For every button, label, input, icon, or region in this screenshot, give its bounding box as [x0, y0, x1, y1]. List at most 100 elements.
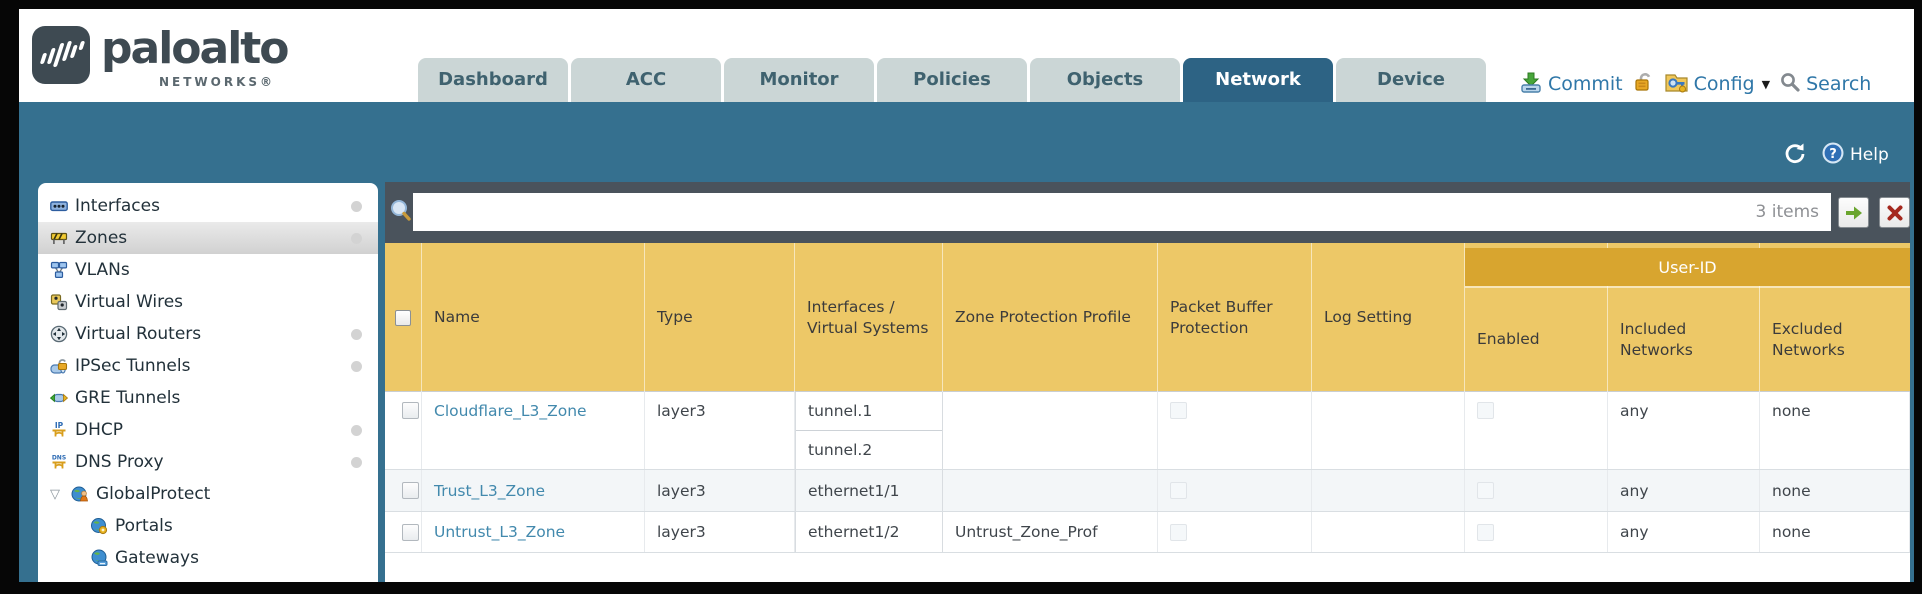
brand-subtitle: NETWORKS® [159, 75, 276, 89]
red-x-icon [1887, 205, 1902, 220]
log-setting [1312, 470, 1465, 511]
search-icon [1779, 71, 1801, 98]
included-networks: any [1608, 512, 1760, 552]
zone-protection-profile [943, 470, 1158, 511]
search-button[interactable]: Search [1779, 71, 1871, 98]
portals-icon [91, 518, 108, 535]
sidebar-item-dhcp[interactable]: IP DHCP [38, 414, 378, 446]
tab-dashboard[interactable]: Dashboard [418, 58, 568, 102]
sidebar-item-interfaces[interactable]: Interfaces [38, 190, 378, 222]
dhcp-icon: IP [52, 421, 66, 437]
zone-type: layer3 [645, 392, 795, 469]
column-header-included-networks[interactable]: Included Networks [1608, 243, 1760, 392]
filter-search-icon [389, 198, 413, 228]
row-checkbox[interactable] [402, 482, 419, 499]
zone-interfaces: ethernet1/2 [795, 512, 943, 552]
lock-icon[interactable] [1632, 70, 1655, 98]
sidebar-item-vlans[interactable]: VLANs [38, 254, 378, 286]
refresh-icon[interactable] [1782, 140, 1807, 170]
tab-objects[interactable]: Objects [1030, 58, 1180, 102]
sidebar-item-zones[interactable]: Zones [38, 222, 378, 254]
included-networks: any [1608, 470, 1760, 511]
excluded-networks: none [1760, 392, 1910, 469]
zone-protection-profile [943, 392, 1158, 469]
column-header-packet-buffer-protection[interactable]: Packet Buffer Protection [1158, 243, 1312, 392]
packet-buffer-protection-checkbox[interactable] [1170, 402, 1187, 419]
dns-proxy-icon: DNS [52, 455, 66, 469]
zone-type: layer3 [645, 512, 795, 552]
status-dot [351, 200, 362, 212]
table-row: Cloudflare_L3_Zone layer3 tunnel.1 tunne… [385, 392, 1910, 470]
packet-buffer-protection-checkbox[interactable] [1170, 523, 1187, 541]
gateways-icon [91, 549, 108, 566]
column-header-excluded-networks[interactable]: Excluded Networks [1772, 320, 1845, 359]
table-row: Trust_L3_Zone layer3 ethernet1/1 any non… [385, 470, 1910, 512]
user-id-enabled-checkbox[interactable] [1477, 402, 1494, 419]
sidebar-item-portals[interactable]: Portals [38, 510, 378, 542]
zone-name-link[interactable]: Trust_L3_Zone [434, 481, 545, 500]
select-all-checkbox[interactable] [395, 309, 411, 326]
sidebar-item-globalprotect[interactable]: ▽ GlobalProtect [50, 484, 211, 504]
user-id-group-header: User-ID [1465, 248, 1910, 286]
svg-text:?: ? [1829, 147, 1837, 162]
tab-monitor[interactable]: Monitor [724, 58, 874, 102]
sidebar-item-dns-proxy[interactable]: DNS DNS Proxy [38, 446, 378, 478]
column-header-enabled[interactable]: Enabled [1465, 243, 1608, 392]
zone-protection-profile: Untrust_Zone_Prof [943, 512, 1158, 552]
interface-entry: tunnel.2 [808, 440, 873, 459]
items-count: 3 items [1755, 202, 1819, 222]
packet-buffer-protection-checkbox[interactable] [1170, 482, 1187, 499]
sidebar-item-virtual-wires[interactable]: Virtual Wires [38, 286, 378, 318]
svg-text:DNS: DNS [52, 455, 66, 462]
tab-acc[interactable]: ACC [571, 58, 721, 102]
tab-device[interactable]: Device [1336, 58, 1486, 102]
commit-icon [1519, 70, 1543, 99]
column-header-type[interactable]: Type [645, 243, 795, 392]
status-dot [351, 328, 362, 340]
sidebar-item-ipsec-tunnels[interactable]: IPSec Tunnels [38, 350, 378, 382]
column-header-zone-protection-profile[interactable]: Zone Protection Profile [943, 243, 1158, 392]
zones-table-body: Cloudflare_L3_Zone layer3 tunnel.1 tunne… [385, 392, 1910, 553]
interface-entry: ethernet1/1 [808, 481, 900, 500]
zones-table-header: Name Type Interfaces / Virtual Systems Z… [385, 243, 1910, 392]
sidebar-item-gre-tunnels[interactable]: GRE Tunnels [38, 382, 378, 414]
column-header-interfaces[interactable]: Interfaces / Virtual Systems [795, 243, 943, 392]
tab-policies[interactable]: Policies [877, 58, 1027, 102]
svg-text:IP: IP [55, 421, 64, 430]
commit-button[interactable]: Commit [1519, 70, 1623, 99]
row-checkbox[interactable] [402, 402, 419, 419]
clear-filter-button[interactable] [1879, 197, 1910, 228]
user-id-enabled-checkbox[interactable] [1477, 482, 1494, 499]
interface-entry: ethernet1/2 [808, 523, 900, 541]
interface-entry: tunnel.1 [796, 392, 942, 431]
included-networks: any [1608, 392, 1760, 469]
log-setting [1312, 512, 1465, 552]
excluded-networks: none [1760, 512, 1910, 552]
sidebar-item-virtual-routers[interactable]: Virtual Routers [38, 318, 378, 350]
column-header-log-setting[interactable]: Log Setting [1312, 243, 1465, 392]
expand-arrow-icon[interactable]: ▽ [50, 486, 60, 502]
zone-interfaces: tunnel.1 tunnel.2 [795, 392, 943, 469]
status-dot [351, 360, 362, 372]
config-button[interactable]: Config ▼ [1664, 70, 1770, 99]
apply-filter-button[interactable] [1838, 197, 1869, 228]
network-sidebar: Interfaces Zones VLANs [38, 183, 378, 582]
table-row: Untrust_L3_Zone layer3 ethernet1/2 Untru… [385, 512, 1910, 553]
status-dot [351, 232, 362, 244]
filter-input[interactable] [413, 193, 1756, 231]
status-dot [351, 424, 362, 436]
help-button[interactable]: ? Help [1821, 141, 1889, 170]
sidebar-item-gateways[interactable]: Gateways [38, 542, 378, 574]
tab-network[interactable]: Network [1183, 58, 1333, 102]
globalprotect-icon [71, 486, 88, 502]
row-checkbox[interactable] [402, 523, 419, 541]
paloalto-logo-icon [32, 26, 90, 84]
virtual-routers-icon [50, 325, 68, 343]
gre-tunnels-icon [50, 393, 68, 403]
zone-name-link[interactable]: Cloudflare_L3_Zone [434, 402, 587, 420]
zone-name-link[interactable]: Untrust_L3_Zone [434, 523, 566, 541]
header-utilities: Commit [1519, 64, 1871, 104]
user-id-enabled-checkbox[interactable] [1477, 523, 1494, 541]
column-header-name[interactable]: Name [422, 243, 645, 392]
